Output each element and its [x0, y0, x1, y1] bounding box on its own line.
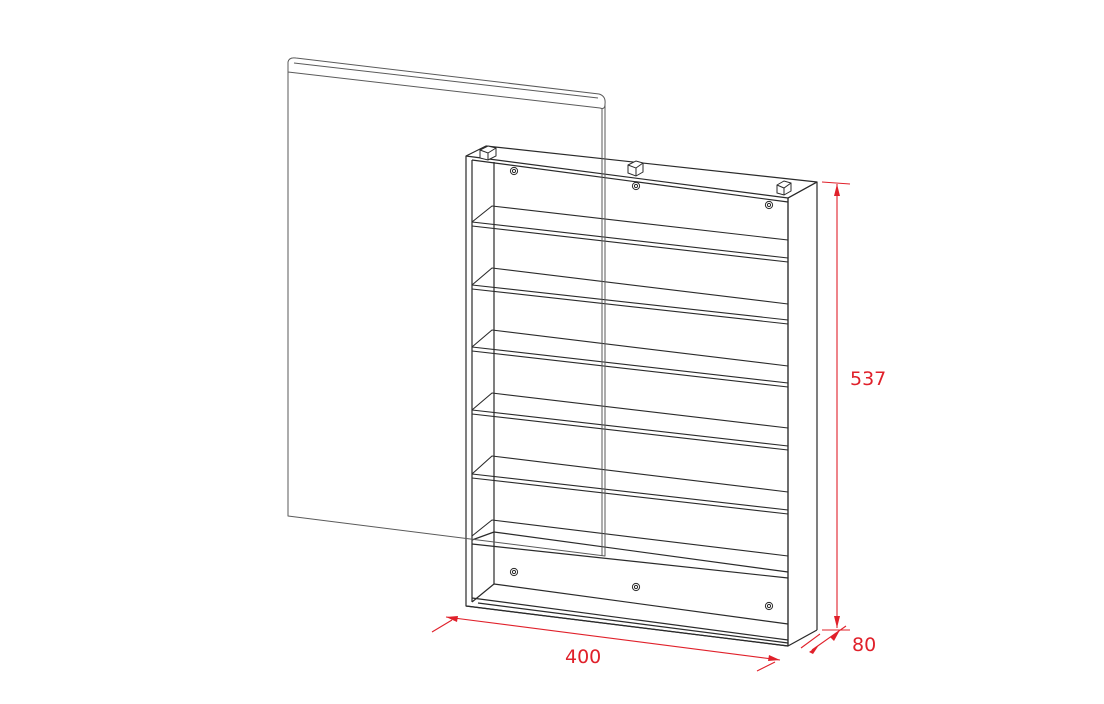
glass-door-outline: [287, 57, 606, 557]
height-dimension: [821, 181, 851, 631]
mounting-hole: [631, 181, 641, 191]
cabinet-lower-rail-front: [471, 543, 789, 579]
mounting-hole: [509, 166, 519, 176]
shelf: [471, 329, 789, 388]
cabinet-right-side-bottom-edge: [787, 629, 818, 647]
mounting-hole: [631, 582, 641, 592]
mounting-hole: [509, 567, 519, 577]
cabinet-base-lip: [477, 602, 789, 644]
shelves: [471, 205, 789, 557]
top-pegs: [479, 145, 792, 196]
mounting-holes: [509, 166, 774, 611]
mounting-hole: [764, 200, 774, 210]
top-peg: [479, 145, 497, 161]
width-dimension-label: 400: [565, 646, 602, 668]
glass-door-top-rail: [287, 62, 606, 109]
shelf: [471, 267, 789, 325]
top-peg: [776, 180, 792, 196]
cabinet-top-inner-edge: [471, 159, 789, 203]
cabinet-base-front: [465, 605, 789, 647]
cabinet-lower-rail: [471, 531, 789, 573]
dimension-lines: [431, 181, 851, 672]
cabinet-body: [465, 145, 818, 647]
glass-door: [287, 57, 606, 557]
top-peg: [627, 160, 644, 177]
cabinet-base-top: [471, 583, 789, 625]
shelf: [471, 392, 789, 451]
depth-dimension-label: 80: [852, 634, 877, 656]
shelf: [471, 519, 789, 557]
glass-door-top-rail-inner: [293, 62, 599, 99]
cabinet-base-inner: [471, 597, 789, 641]
shelf: [471, 455, 789, 515]
mounting-hole: [764, 601, 774, 611]
width-dimension: [431, 616, 781, 672]
height-dimension-label: 537: [850, 368, 887, 390]
depth-dimension: [800, 625, 847, 654]
shelf: [471, 205, 789, 263]
